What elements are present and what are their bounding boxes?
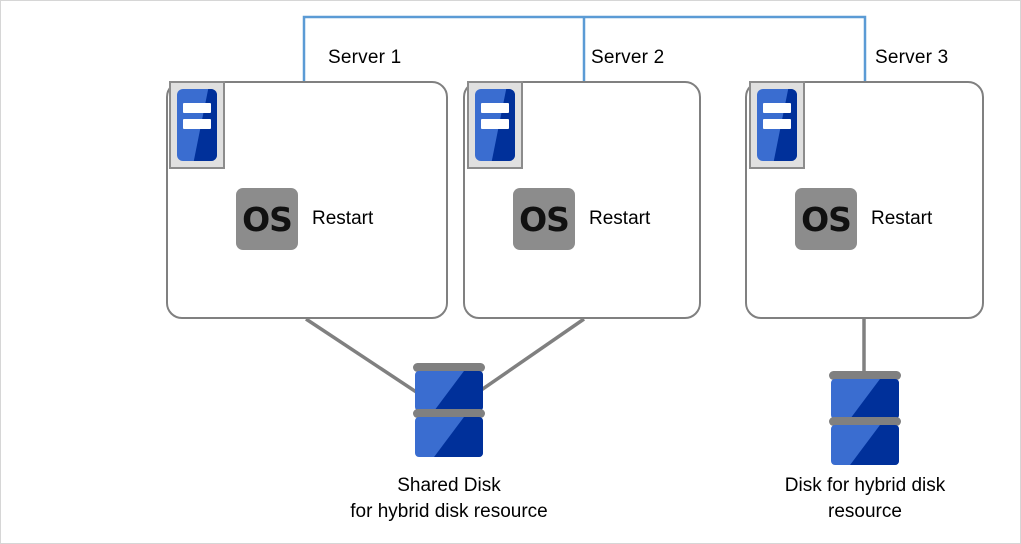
local-disk-caption-line-1: Disk for hybrid disk xyxy=(784,475,946,496)
disk-bar-middle xyxy=(829,417,901,426)
server-icon-slot-bottom xyxy=(763,119,791,130)
restart-label-3: Restart xyxy=(871,208,933,229)
server-icon-slot-bottom xyxy=(481,119,509,130)
shared-disk-caption-line-2: for hybrid disk resource xyxy=(350,500,548,522)
os-badge-3: OS xyxy=(795,188,857,250)
server-icon-chassis xyxy=(177,89,217,161)
server-label-1: Server 1 xyxy=(328,47,402,68)
disk-platter-bottom xyxy=(831,425,899,465)
server-icon-slot-top xyxy=(763,103,791,114)
server-icon-slot-top xyxy=(183,103,211,114)
server-label-2: Server 2 xyxy=(591,47,665,68)
local-disk-icon xyxy=(829,371,901,471)
shared-disk-icon xyxy=(413,363,485,463)
disk-bar-top xyxy=(829,371,901,380)
server-icon-1 xyxy=(169,81,225,169)
os-badge-2: OS xyxy=(513,188,575,250)
server-icon-slot-bottom xyxy=(183,119,211,130)
disk-platter-shade xyxy=(434,417,483,457)
disk-platter-bottom xyxy=(415,417,483,457)
disk-platter-top xyxy=(831,379,899,419)
os-status-row-3: OS Restart xyxy=(795,188,932,250)
os-status-row-1: OS Restart xyxy=(236,188,373,250)
os-status-row-2: OS Restart xyxy=(513,188,650,250)
os-badge-1: OS xyxy=(236,188,298,250)
local-disk-caption: Disk for hybrid disk resource xyxy=(745,473,985,524)
server-icon-2 xyxy=(467,81,523,169)
disk-platter-shade xyxy=(434,371,483,411)
disk-bar-top xyxy=(413,363,485,372)
server-icon-slot-top xyxy=(481,103,509,114)
shared-disk-caption-line-1: Shared Disk xyxy=(397,475,501,496)
shared-disk-caption: Shared Disk for hybrid disk resource xyxy=(299,473,599,524)
local-disk-caption-line-2: resource xyxy=(828,500,902,522)
disk-platter-shade xyxy=(850,425,899,465)
cluster-bracket-blue xyxy=(302,15,867,81)
restart-label-2: Restart xyxy=(589,208,651,229)
restart-label-1: Restart xyxy=(312,208,374,229)
server-icon-chassis xyxy=(475,89,515,161)
disk-platter-top xyxy=(415,371,483,411)
disk-bar-middle xyxy=(413,409,485,418)
disk-platter-shade xyxy=(850,379,899,419)
server-icon-3 xyxy=(749,81,805,169)
server-icon-chassis xyxy=(757,89,797,161)
server-label-3: Server 3 xyxy=(875,47,949,68)
